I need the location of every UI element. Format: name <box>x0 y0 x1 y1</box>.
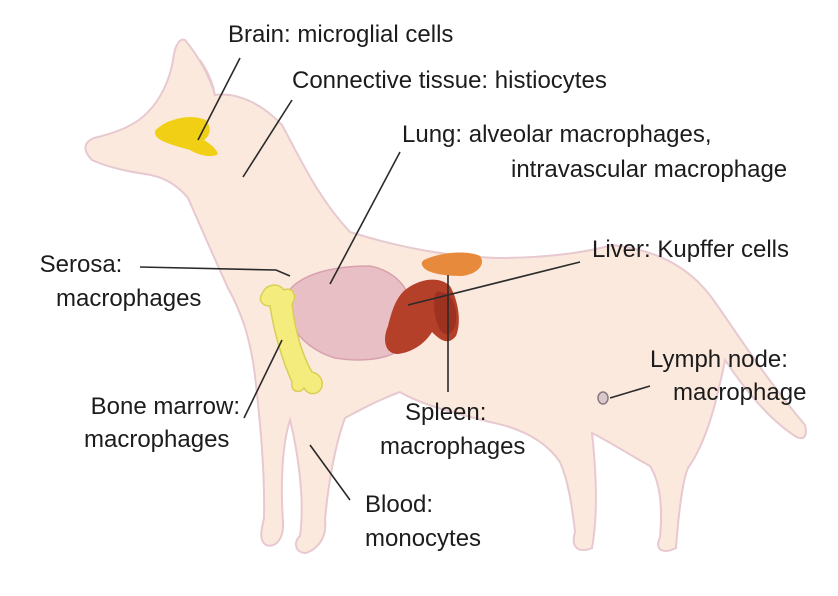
label-connective-tissue: Connective tissue: histiocytes <box>292 67 607 94</box>
leader-line-lung <box>329 151 401 285</box>
label-bone-marrow-line1: Bone marrow: <box>90 393 240 420</box>
leader-line-connective <box>242 99 293 178</box>
dog-ear <box>199 59 216 97</box>
label-lung-line1: Lung: alveolar macrophages, <box>402 121 712 148</box>
label-bone-marrow-line2: macrophages <box>84 426 230 453</box>
label-spleen-line2: macrophages <box>380 433 526 460</box>
label-liver: Liver: Kupffer cells <box>592 236 789 263</box>
label-serosa-line2: macrophages <box>56 285 202 312</box>
label-brain: Brain: microglial cells <box>228 21 454 48</box>
label-serosa-line1: Serosa: <box>39 251 123 278</box>
label-blood-line2: monocytes <box>365 525 482 552</box>
leader-line-brain <box>197 57 241 141</box>
lymph-node-shape <box>597 391 609 405</box>
leader-line-serosa <box>139 266 291 277</box>
leader-line-liver <box>407 261 581 306</box>
leader-line-blood <box>309 444 351 501</box>
bone-shape <box>259 284 323 395</box>
spleen-shape <box>421 252 482 276</box>
leader-line-lymph <box>609 385 651 399</box>
label-lymph-line1: Lymph node: <box>650 346 788 373</box>
leader-line-bone <box>243 339 283 419</box>
label-spleen-line1: Spleen: <box>405 399 487 426</box>
label-lung-line2: intravascular macrophage <box>511 156 788 183</box>
liver-lobe <box>433 291 457 335</box>
label-blood-line1: Blood: <box>365 491 434 518</box>
label-lymph-line2: macrophage <box>673 379 807 406</box>
brain-shape <box>154 117 218 157</box>
